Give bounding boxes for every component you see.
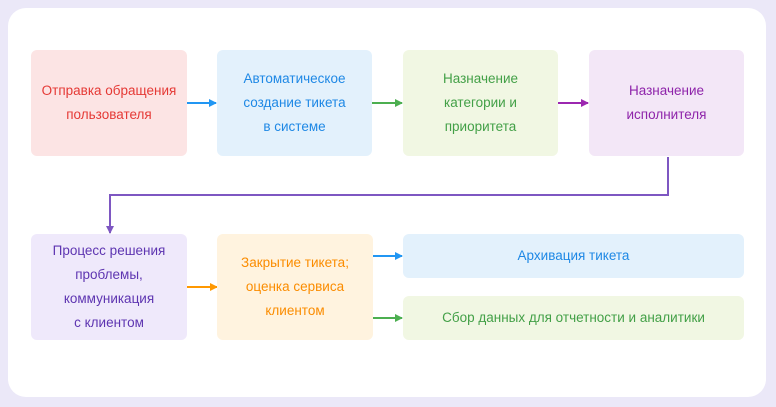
- step-close-ticket: Закрытие тикета; оценка сервиса клиентом: [217, 234, 373, 340]
- step-label: Назначение категории и приоритета: [442, 71, 518, 134]
- step-label: Автоматическое создание тикета в системе: [243, 71, 346, 134]
- arrow-step4-to-step5: [106, 157, 669, 234]
- step-archive-ticket: Архивация тикета: [403, 234, 744, 278]
- step-label: Сбор данных для отчетности и аналитики: [442, 310, 705, 325]
- step-label: Закрытие тикета; оценка сервиса клиентом: [241, 255, 349, 318]
- step-assign-category: Назначение категории и приоритета: [403, 50, 558, 156]
- step-assign-executor: Назначение исполнителя: [589, 50, 744, 156]
- step-submit-request: Отправка обращения пользователя: [31, 50, 187, 156]
- step-auto-create-ticket: Автоматическое создание тикета в системе: [217, 50, 372, 156]
- step-label: Архивация тикета: [517, 248, 630, 263]
- step-resolve-problem: Процесс решения проблемы, коммуникация с…: [31, 234, 187, 340]
- step-label: Назначение исполнителя: [626, 83, 707, 122]
- step-collect-analytics: Сбор данных для отчетности и аналитики: [403, 296, 744, 340]
- step-label: Отправка обращения пользователя: [41, 83, 177, 122]
- step-label: Процесс решения проблемы, коммуникация с…: [52, 243, 166, 330]
